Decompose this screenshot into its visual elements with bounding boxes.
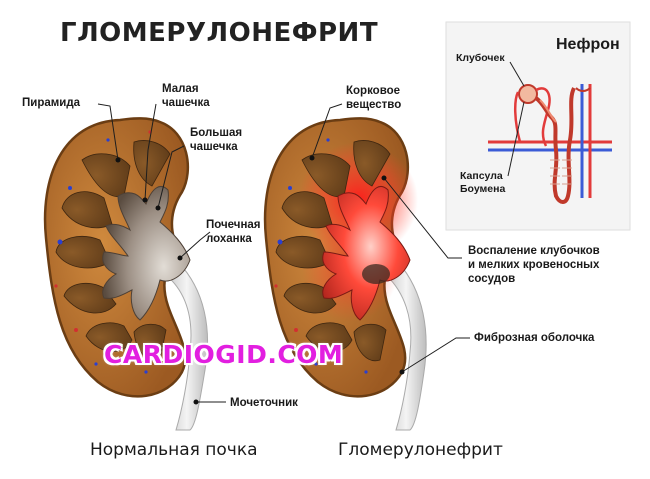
watermark: CARDIOGID.COM (104, 340, 344, 369)
renal-pelvis-normal (102, 186, 191, 321)
diagram-title: ГЛОМЕРУЛОНЕФРИТ (60, 18, 379, 48)
label-major-calyx: Большая чашечка (190, 127, 243, 153)
caption-glomerulonephritis: Гломерулонефрит (338, 440, 503, 460)
label-ureter: Мочеточник (230, 397, 298, 409)
normal-kidney (43, 117, 208, 431)
glomerulus-shape (518, 84, 538, 104)
ureter-disease (385, 261, 427, 431)
caption-normal-kidney: Нормальная почка (90, 440, 258, 460)
label-minor-calyx: Малая чашечка (162, 83, 210, 109)
vessel-dots-disease (274, 138, 368, 374)
pyramids-disease (275, 140, 391, 362)
label-renal-pelvis: Почечная лоханка (206, 219, 261, 245)
ureter-normal (165, 261, 208, 431)
vessel-dots-normal (54, 130, 152, 374)
inset-label-bowman-capsule: Капсула Боумена (460, 170, 506, 195)
inset-title: Нефрон (556, 36, 620, 53)
diseased-kidney (263, 117, 427, 431)
label-fibrous-capsule: Фиброзная оболочка (474, 332, 595, 344)
inset-label-glomerulus: Клубочек (456, 52, 505, 64)
label-pyramid: Пирамида (22, 97, 81, 109)
nephron-inset (445, 21, 631, 231)
pointer-lines (97, 103, 470, 403)
label-cortex: Корковое вещество (346, 85, 402, 111)
renal-pelvis-disease (322, 186, 411, 321)
pointer-dots (115, 155, 405, 405)
label-inflammation: Воспаление клубочков и мелких кровеносны… (468, 245, 600, 285)
